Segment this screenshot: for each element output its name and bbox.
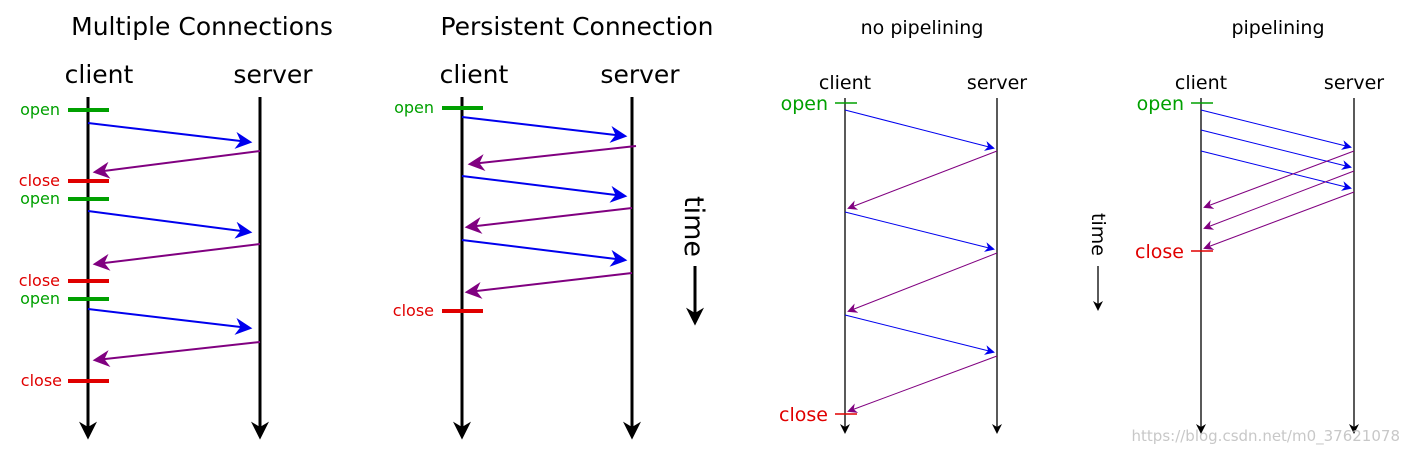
panel1-close-label-1: close [19, 171, 60, 190]
panel3-client-label: client [819, 72, 871, 94]
panel-no-pipelining: no pipelining client server open close t… [779, 17, 1109, 434]
panel-pipelining: pipelining client server open close [1135, 17, 1384, 434]
panel3-request-arrow-1 [844, 109, 995, 151]
panel2-response-arrow-2 [464, 207, 633, 234]
panel1-close-label-2: close [19, 271, 60, 290]
panel4-request-arrow-2 [1200, 129, 1352, 170]
panel4-client-label: client [1175, 72, 1227, 94]
panel1-open-label-1: open [20, 100, 60, 119]
panel2-time-label: time [678, 196, 709, 257]
panel3-time-label: time [1087, 213, 1109, 256]
panel2-client-label: client [440, 60, 509, 89]
panel2-server-label: server [600, 60, 680, 89]
panel4-server-label: server [1324, 72, 1384, 94]
panel1-client-label: client [65, 60, 134, 89]
panel1-request-arrow-2 [87, 210, 253, 239]
panel3-request-arrow-3 [844, 314, 995, 355]
panel1-server-label: server [233, 60, 313, 89]
panel1-open-label-3: open [20, 289, 60, 308]
panel4-response-arrow-2 [1203, 170, 1355, 230]
panel2-request-arrow-1 [461, 116, 628, 143]
panel1-response-arrow-3 [92, 341, 261, 367]
watermark: https://blog.csdn.net/m0_37621078 [1132, 427, 1400, 446]
panel3-response-arrow-1 [847, 150, 998, 210]
panel1-title: Multiple Connections [71, 12, 333, 41]
panel2-title: Persistent Connection [440, 12, 713, 41]
panel2-close-label: close [393, 301, 434, 320]
panel3-response-arrow-2 [847, 252, 998, 313]
panel4-title: pipelining [1231, 17, 1324, 39]
panel2-response-arrow-1 [467, 145, 637, 171]
panel1-open-label-2: open [20, 189, 60, 208]
panel-persistent-connection: Persistent Connection client server open… [393, 12, 714, 440]
panel1-response-arrow-1 [92, 150, 261, 179]
panel2-request-arrow-2 [461, 175, 628, 203]
panel2-request-arrow-3 [461, 239, 628, 267]
panel1-response-arrow-2 [92, 243, 261, 271]
panel3-server-label: server [967, 72, 1027, 94]
panel3-request-arrow-2 [844, 211, 995, 252]
panel3-open-label: open [781, 93, 828, 115]
panel4-close-label: close [1135, 241, 1184, 263]
panel4-response-arrow-1 [1203, 150, 1355, 209]
panel2-response-arrow-3 [464, 272, 633, 299]
panel-multiple-connections: Multiple Connections client server open … [19, 12, 333, 440]
panel2-open-label: open [394, 98, 434, 117]
panel3-close-label: close [779, 404, 828, 426]
panel4-request-arrow-3 [1200, 150, 1352, 191]
panel1-close-label-3: close [21, 371, 62, 390]
panel4-request-arrow-1 [1200, 109, 1352, 150]
panel3-response-arrow-3 [847, 355, 998, 413]
panel4-response-arrow-3 [1203, 191, 1355, 250]
panel1-request-arrow-3 [87, 308, 253, 335]
panel1-request-arrow-1 [87, 122, 253, 149]
panel3-title: no pipelining [861, 17, 984, 39]
panel4-open-label: open [1137, 93, 1184, 115]
